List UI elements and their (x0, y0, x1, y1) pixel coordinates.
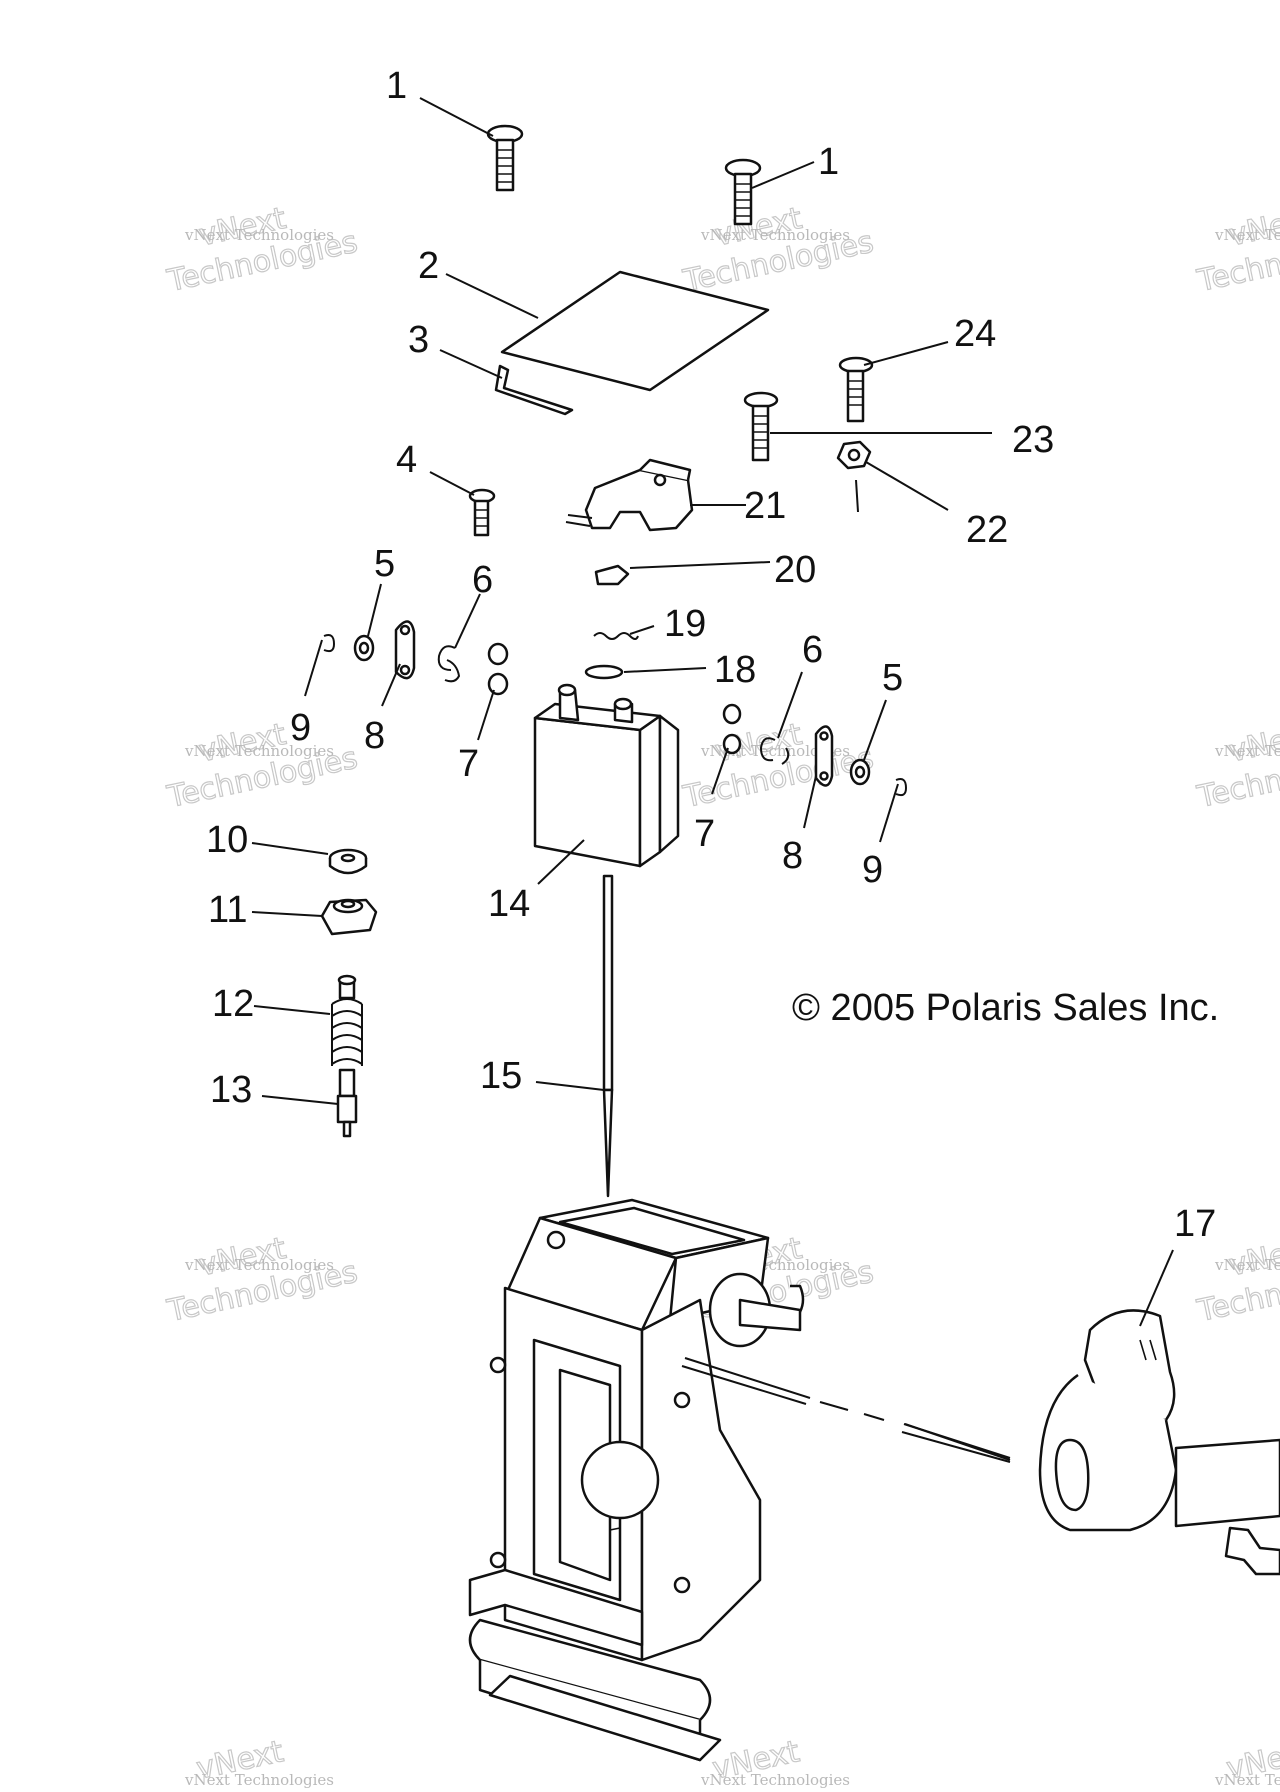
callout-13: 13 (210, 1069, 252, 1111)
part-19-spring (593, 632, 639, 640)
watermark: Technologies vNext vNext Technologies (163, 1230, 361, 1329)
callout-5-right: 5 (882, 657, 903, 699)
callout-24: 24 (954, 313, 996, 355)
part-9-clip-left (323, 634, 336, 653)
part-23-screw (743, 391, 779, 462)
watermark-text: vNext Technologies (184, 1256, 334, 1274)
callout-15: 15 (480, 1055, 522, 1097)
callout-6-left: 6 (472, 559, 493, 601)
callout-21: 21 (744, 485, 786, 527)
part-1-screw-right (724, 158, 762, 226)
callout-14: 14 (488, 883, 530, 925)
watermark: Technologies vNext vNext Technologies (679, 200, 877, 299)
callout-23: 23 (1012, 419, 1054, 461)
part-7-bushing-left (487, 642, 509, 696)
callout-1-right: 1 (818, 141, 839, 183)
part-13-plunger (336, 1068, 358, 1138)
part-9-clip-right (895, 778, 908, 797)
callout-5-left: 5 (374, 543, 395, 585)
part-1-screw-left (486, 124, 524, 192)
part-8-link-right (814, 725, 834, 787)
watermark-text: vNext Technologies (700, 226, 850, 244)
callout-1-left: 1 (386, 65, 407, 107)
part-17-throttle-housing (1038, 1309, 1280, 1576)
callout-3: 3 (408, 319, 429, 361)
part-7-bushing-right (722, 703, 742, 755)
copyright-text: © 2005 Polaris Sales Inc. (792, 987, 1219, 1029)
watermark-text: vNext Technologies (184, 742, 334, 760)
callout-9-right: 9 (862, 849, 883, 891)
part-12-spring (331, 974, 363, 1066)
watermark: Technologies vNext vNext Technologies (1193, 716, 1280, 815)
part-18-washer (584, 664, 624, 680)
callout-20: 20 (774, 549, 816, 591)
watermark: Technologies vNext vNext Technologies (163, 200, 361, 299)
watermark: Technologies vNext vNext Technologies (163, 716, 361, 815)
part-6-clip-left (437, 645, 461, 683)
watermark-text: vNext Technologies (184, 1771, 334, 1789)
carburetor-body (468, 1198, 1011, 1762)
part-2-plate (500, 270, 770, 392)
part-15-needle (602, 874, 614, 1198)
callout-7-left: 7 (458, 743, 479, 785)
watermark-text: vNext Technologies (184, 226, 334, 244)
watermark-text: vNext Technologies (1214, 1771, 1280, 1789)
callout-4: 4 (396, 439, 417, 481)
callout-9-left: 9 (290, 707, 311, 749)
callout-22: 22 (966, 509, 1008, 551)
watermark-text: vNext Technologies (1214, 1256, 1280, 1274)
watermark-text: vNext Technologies (700, 1771, 850, 1789)
callout-labels: 1 1 2 3 4 5 5 6 6 7 7 8 8 9 9 10 11 12 1… (206, 65, 1216, 1245)
part-3-gasket (494, 364, 574, 416)
watermark: Technologies vNext vNext Technologies (1193, 200, 1280, 299)
part-22-nut (836, 440, 872, 513)
callout-10: 10 (206, 819, 248, 861)
part-14-slide (533, 683, 680, 868)
leader-lines (251, 97, 1174, 1327)
watermark-text: vNext Technologies (1214, 742, 1280, 760)
callout-12: 12 (212, 983, 254, 1025)
part-5-washer-left (353, 634, 375, 662)
part-20-clip (594, 564, 630, 586)
callout-18: 18 (714, 649, 756, 691)
callout-2: 2 (418, 245, 439, 287)
callout-11: 11 (208, 889, 247, 931)
callout-7-right: 7 (694, 813, 715, 855)
watermark: vNext vNext Technologies (184, 1734, 334, 1789)
watermark: vNext vNext Technologies (1214, 1734, 1280, 1789)
callout-19: 19 (664, 603, 706, 645)
callout-8-right: 8 (782, 835, 803, 877)
callout-17: 17 (1174, 1203, 1216, 1245)
part-4-screw (468, 488, 496, 537)
part-5-washer-right (849, 758, 871, 786)
part-6-clip-right (759, 737, 790, 765)
watermark: Technologies vNext vNext Technologies (679, 716, 877, 815)
part-24-screw (838, 356, 874, 423)
parts (320, 124, 1280, 1762)
callout-8-left: 8 (364, 715, 385, 757)
part-8-link-left (394, 620, 416, 680)
watermark: Technologies vNext vNext Technologies (1193, 1230, 1280, 1329)
part-11-nut (320, 898, 378, 936)
watermark-text: vNext Technologies (1214, 226, 1280, 244)
watermark: vNext vNext Technologies (700, 1734, 850, 1789)
part-10-spacer (328, 848, 368, 875)
callout-6-right: 6 (802, 629, 823, 671)
part-21-bracket (565, 458, 694, 532)
